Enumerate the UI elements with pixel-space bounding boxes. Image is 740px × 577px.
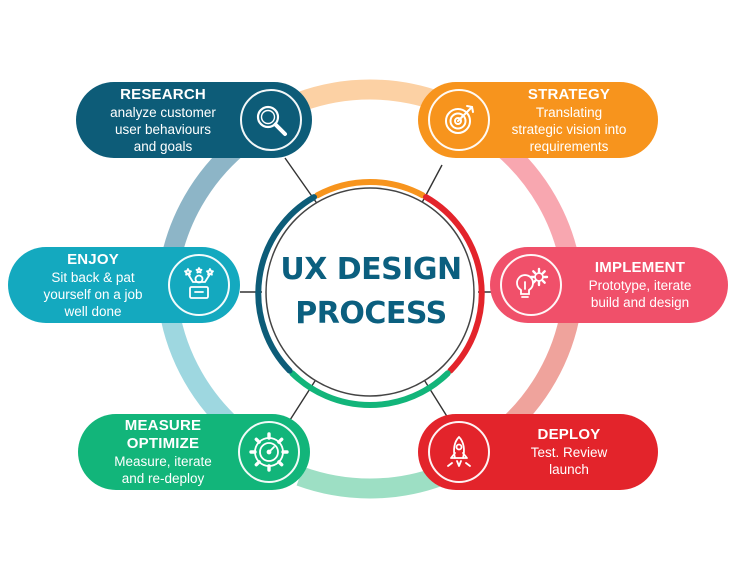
rocket-icon xyxy=(428,421,490,483)
step-implement: IMPLEMENT Prototype, iterate build and d… xyxy=(490,247,728,323)
ring-segment-deploy-measure xyxy=(296,466,444,499)
inner-arc-blue xyxy=(255,194,317,374)
celebrate-icon xyxy=(168,254,230,316)
step-implement-title: IMPLEMENT xyxy=(594,259,686,276)
step-implement-line-2: build and design xyxy=(590,295,690,310)
center-title: UX DESIGN PROCESS xyxy=(271,201,471,383)
step-enjoy-line-3: well done xyxy=(64,303,122,319)
step-deploy-line-1: Test. Review xyxy=(530,445,608,460)
inner-arc-orange xyxy=(314,179,426,199)
step-deploy: DEPLOY Test. Review launch xyxy=(418,414,658,490)
gauge-gear-icon xyxy=(238,421,300,483)
step-strategy-line-3: requirements xyxy=(529,138,609,154)
step-implement-line-1: Prototype, iterate xyxy=(588,278,692,293)
step-enjoy: ENJOY Sit back & pat yourself on a job w… xyxy=(8,247,240,323)
target-icon xyxy=(428,89,490,151)
step-strategy-line-2: strategic vision into xyxy=(511,121,627,137)
bulb-gear-icon xyxy=(500,254,562,316)
step-research-title: RESEARCH xyxy=(120,85,206,103)
step-measure-optimize: MEASURE OPTIMIZE Measure, iterate and re… xyxy=(78,414,310,490)
step-measure-title: MEASURE OPTIMIZE xyxy=(124,417,202,452)
step-deploy-line-2: launch xyxy=(549,462,589,477)
step-research-line-2: user behaviours xyxy=(114,121,212,137)
center-title-line1: UX DESIGN xyxy=(280,252,462,287)
step-enjoy-line-2: yourself on a job xyxy=(43,286,143,302)
ring-segment-research-strategy xyxy=(296,79,444,112)
center-title-line2: PROCESS xyxy=(295,296,447,331)
step-deploy-title: DEPLOY xyxy=(537,426,601,443)
step-research: RESEARCH analyze customer user behaviour… xyxy=(76,82,312,158)
step-enjoy-title: ENJOY xyxy=(67,250,119,268)
step-enjoy-line-1: Sit back & pat xyxy=(51,269,135,285)
center-circle xyxy=(265,187,475,397)
step-strategy: STRATEGY Translating strategic vision in… xyxy=(418,82,658,158)
step-measure-line-1: Measure, iterate xyxy=(114,454,212,469)
inner-arc-red xyxy=(423,194,485,374)
step-strategy-title: STRATEGY xyxy=(527,85,611,103)
magnifier-icon xyxy=(240,89,302,151)
inner-arc-green xyxy=(289,370,451,409)
step-research-line-1: analyze customer xyxy=(110,104,216,120)
step-research-line-3: and goals xyxy=(133,138,193,154)
step-measure-line-2: and re-deploy xyxy=(121,471,205,486)
step-strategy-line-1: Translating xyxy=(535,104,603,120)
